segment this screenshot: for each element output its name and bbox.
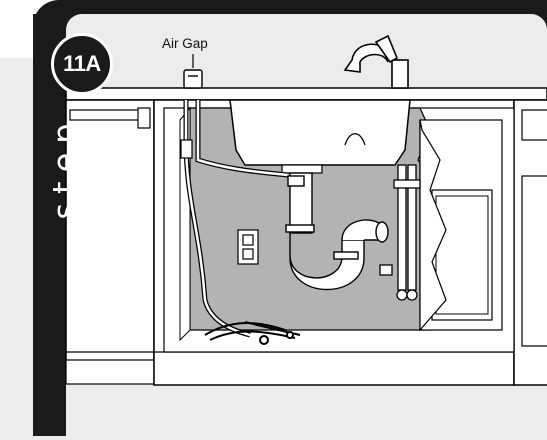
supply-lines bbox=[379, 164, 421, 301]
step-label: step bbox=[45, 114, 84, 220]
countertop bbox=[65, 87, 547, 101]
air-gap bbox=[183, 69, 203, 89]
sink-basin bbox=[229, 99, 411, 166]
electrical-outlet bbox=[237, 229, 259, 265]
dishwasher-body bbox=[65, 99, 155, 371]
p-trap bbox=[285, 172, 389, 291]
step-number-badge: 11A bbox=[51, 33, 113, 95]
wiring bbox=[204, 321, 301, 345]
faucet bbox=[343, 34, 409, 89]
air-gap-callout: Air Gap bbox=[162, 36, 208, 51]
